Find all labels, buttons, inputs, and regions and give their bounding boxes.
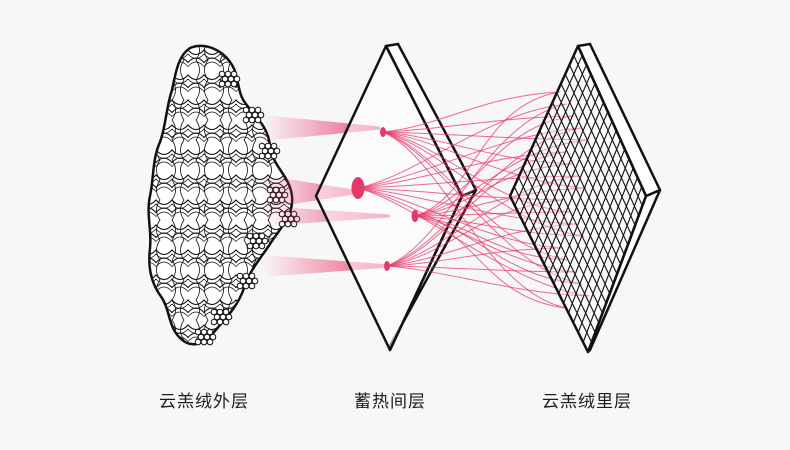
- mesh-line: [582, 186, 643, 343]
- mesh-grid-lines: [513, 55, 643, 343]
- mesh-line: [553, 130, 617, 284]
- heat-fiber: [357, 151, 566, 189]
- fiber-loop: [200, 338, 208, 346]
- inner-panel-face: [508, 44, 648, 354]
- mesh-line: [558, 139, 622, 294]
- fiber-loop: [254, 116, 262, 124]
- heat-fiber: [382, 131, 589, 141]
- fiber-loop: [233, 75, 241, 83]
- heat-fiber: [386, 175, 580, 267]
- heat-fiber: [357, 187, 562, 249]
- fiber-loop: [209, 333, 217, 341]
- fiber-loop: [206, 328, 214, 336]
- heat-fiber: [386, 223, 578, 267]
- mesh-line: [518, 177, 596, 333]
- fiber-loop: [258, 242, 266, 250]
- fiber-loop: [210, 318, 218, 326]
- fiber-loop: [273, 147, 281, 155]
- fiber-loop: [258, 152, 266, 160]
- heat-fiber: [414, 115, 575, 217]
- mesh-line: [543, 120, 618, 275]
- fiber-strand: [219, 45, 224, 345]
- fiber-loop: [248, 116, 256, 124]
- mesh-line: [572, 167, 634, 323]
- fiber-strand: [171, 45, 176, 345]
- heat-fiber: [382, 131, 583, 285]
- inner-mesh-layer: [508, 42, 662, 354]
- mesh-line: [513, 186, 593, 343]
- fiber-loop: [230, 80, 238, 88]
- heat-fiber: [414, 215, 585, 237]
- mesh-line: [535, 139, 611, 294]
- fiber-loop: [251, 277, 259, 285]
- fiber-loop: [242, 116, 250, 124]
- heat-fiber: [414, 139, 589, 217]
- mesh-line: [526, 158, 603, 314]
- fiber-strand: [180, 45, 185, 345]
- fiber-loop: [252, 242, 260, 250]
- fiber-loop: [261, 237, 269, 245]
- label-outer-layer: 云羔绒外层: [159, 392, 249, 412]
- heat-fiber: [386, 103, 568, 267]
- heat-fiber: [382, 131, 573, 165]
- mesh-line: [539, 130, 614, 284]
- fiber-loop: [230, 70, 238, 78]
- fiber-loop: [248, 282, 256, 290]
- heat-fiber: [357, 175, 580, 189]
- fiber-strand: [148, 324, 293, 331]
- fiber-strand: [148, 336, 293, 343]
- heat-fiber: [386, 199, 564, 267]
- fiber-loop: [222, 308, 230, 316]
- fiber-loop: [218, 80, 226, 88]
- fiber-loop: [216, 318, 224, 326]
- mesh-line: [522, 167, 600, 323]
- fiber-strand: [148, 328, 293, 334]
- mesh-line: [563, 148, 626, 304]
- fiber-loop: [222, 318, 230, 326]
- heat-fiber: [414, 215, 569, 261]
- fiber-loop: [270, 152, 278, 160]
- fiber-strand: [195, 45, 200, 345]
- heat-fiber: [414, 215, 567, 309]
- heat-fiber: [386, 265, 590, 297]
- fiber-loop: [225, 313, 233, 321]
- fiber-loop: [248, 272, 256, 280]
- fiber-strand: [148, 332, 293, 339]
- fiber-loop: [258, 232, 266, 240]
- fiber-loop: [264, 152, 272, 160]
- heat-fiber: [357, 187, 590, 297]
- fiber-loop: [236, 282, 244, 290]
- label-middle-layer: 蓄热间层: [354, 392, 426, 412]
- fiber-loop: [194, 338, 202, 346]
- fiber-strand: [204, 45, 209, 345]
- fiber-loop: [242, 282, 250, 290]
- mesh-line: [567, 158, 630, 314]
- fiber-loop: [206, 338, 214, 346]
- fiber-loop: [246, 242, 254, 250]
- heat-fiber: [386, 247, 562, 267]
- fiber-strand: [148, 49, 293, 56]
- heat-fiber: [357, 127, 582, 189]
- heat-fiber: [357, 103, 568, 189]
- label-inner-layer: 云羔绒里层: [542, 392, 632, 412]
- mesh-line: [530, 148, 607, 304]
- heat-fiber: [414, 163, 573, 217]
- heat-fiber: [357, 187, 564, 201]
- mesh-line: [577, 177, 639, 333]
- heat-fiber: [382, 131, 567, 309]
- heat-beam: [262, 115, 380, 141]
- fiber-strand: [228, 45, 233, 345]
- heat-beam: [262, 175, 360, 209]
- heat-fiber: [357, 187, 578, 225]
- heat-fiber: [382, 91, 561, 133]
- fiber-loop: [270, 142, 278, 150]
- heat-beam: [262, 255, 388, 277]
- heat-fiber: [414, 91, 561, 217]
- fiber-loop: [224, 80, 232, 88]
- heat-fiber: [382, 131, 585, 237]
- fiber-loop: [254, 106, 262, 114]
